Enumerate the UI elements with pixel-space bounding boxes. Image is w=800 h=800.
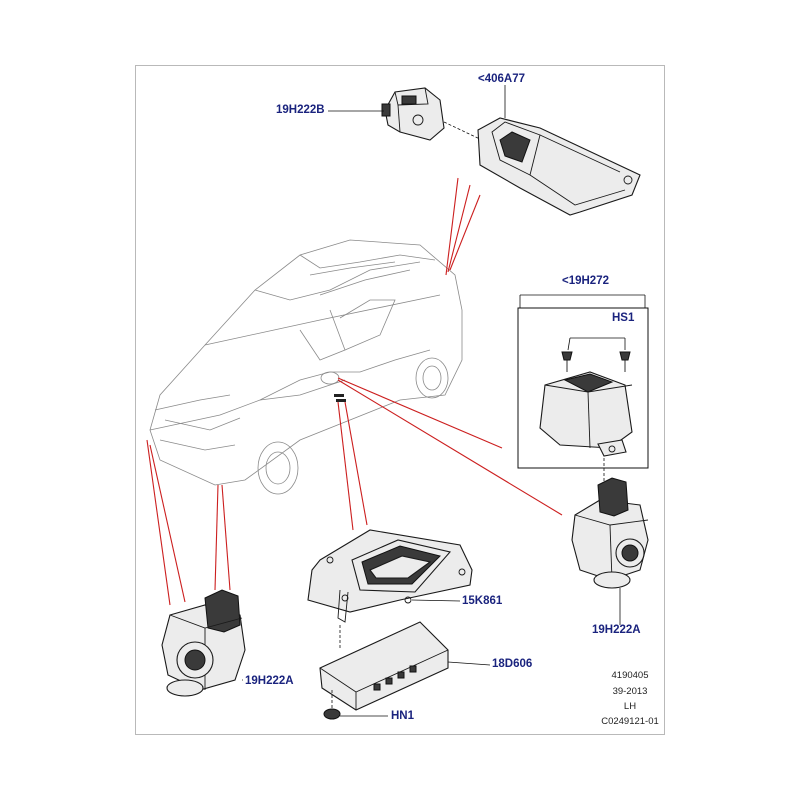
callout-lines [146,177,563,606]
label-15K861: 15K861 [462,595,503,607]
reference-number: 4190405 [611,670,649,681]
vehicle-outline [149,239,463,495]
part-15K861 [307,529,473,648]
reference-date: 39-2013 [612,686,648,697]
label-19H222A-right: 19H222A [592,624,641,636]
part-19H222A-left [161,589,246,697]
reference-code: C0249121-01 [601,716,659,727]
part-18D606 [319,621,491,711]
part-HN1 [323,708,388,720]
label-19H222B: 19H222B [276,104,325,116]
label-HS1: HS1 [612,312,635,324]
label-406A77: <406A77 [478,73,525,85]
label-19H272: <19H272 [562,275,609,287]
label-HN1: HN1 [391,710,415,722]
label-18D606: 18D606 [492,658,533,670]
part-406A77 [477,85,641,216]
detail-box [517,294,649,485]
part-19H222B [381,87,483,141]
reference-side: LH [623,701,637,712]
part-19H222A-right [571,477,649,625]
label-19H222A-left: 19H222A [245,675,294,687]
diagram-frame [135,65,665,735]
